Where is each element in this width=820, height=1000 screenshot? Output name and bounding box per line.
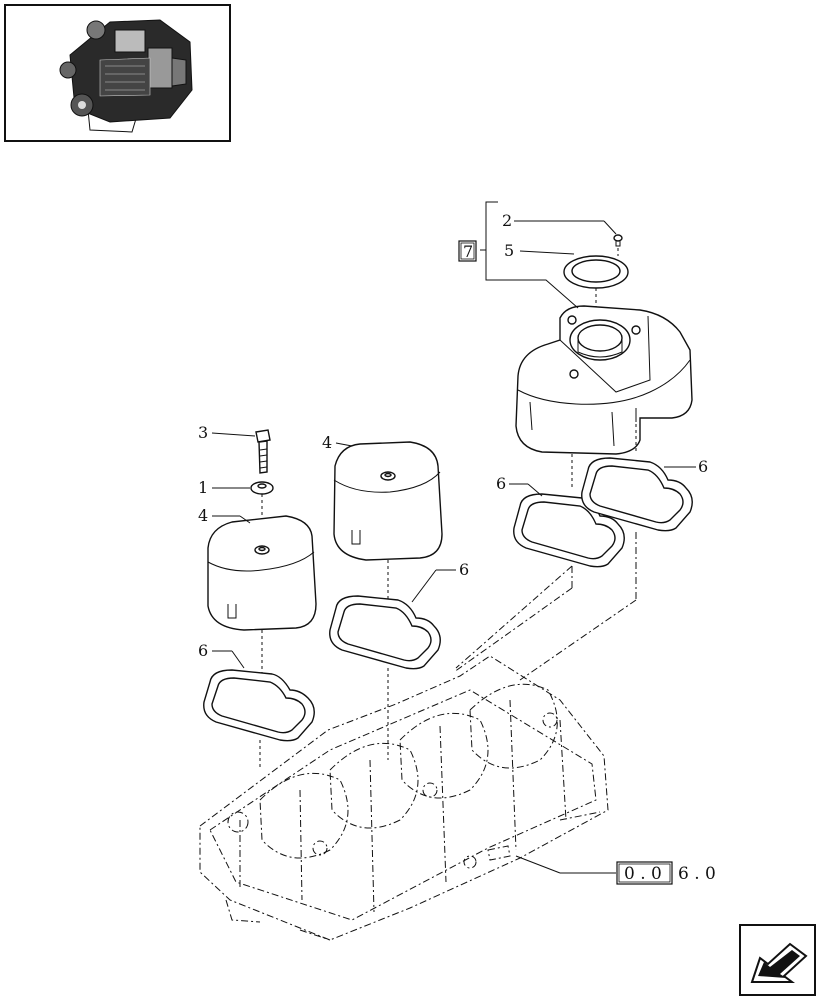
callout-5: 5 [504, 241, 514, 260]
reference-rest-part: 6 . 0 [678, 864, 716, 884]
callout-6-right-back: 6 [698, 457, 708, 476]
cover-middle [333, 441, 443, 561]
callout-6-middle: 6 [459, 560, 469, 579]
kit-number: 7 [463, 242, 473, 261]
cover-with-port [515, 305, 693, 455]
gasket-right-back [581, 457, 693, 532]
engine-thumbnail-icon [59, 19, 193, 133]
cover-left [207, 515, 317, 631]
washer-part [250, 481, 274, 495]
callout-4-left: 4 [198, 506, 208, 525]
callout-3: 3 [198, 423, 208, 442]
callout-6-left: 6 [198, 641, 208, 660]
callout-6-right-front: 6 [496, 474, 506, 493]
callout-4-middle: 4 [322, 433, 332, 452]
kit-number-box: 7 [458, 240, 477, 262]
section-reference[interactable]: 0 . 0 6 . 0 [616, 861, 716, 885]
cylinder-head [199, 655, 609, 941]
kit-bracket [480, 201, 579, 309]
leader-lines [211, 220, 696, 874]
reference-boxed-part: 0 . 0 [624, 864, 662, 884]
next-page-arrow-icon [750, 942, 808, 983]
gasket-middle [329, 595, 441, 670]
engine-thumbnail[interactable] [4, 4, 231, 142]
screw-part [255, 429, 271, 474]
gasket-left [203, 669, 315, 742]
callout-1: 1 [198, 478, 208, 497]
small-screw-part [613, 234, 623, 247]
next-page-button[interactable] [739, 924, 816, 996]
callout-2: 2 [502, 211, 512, 230]
seal-ring-part [563, 255, 629, 289]
